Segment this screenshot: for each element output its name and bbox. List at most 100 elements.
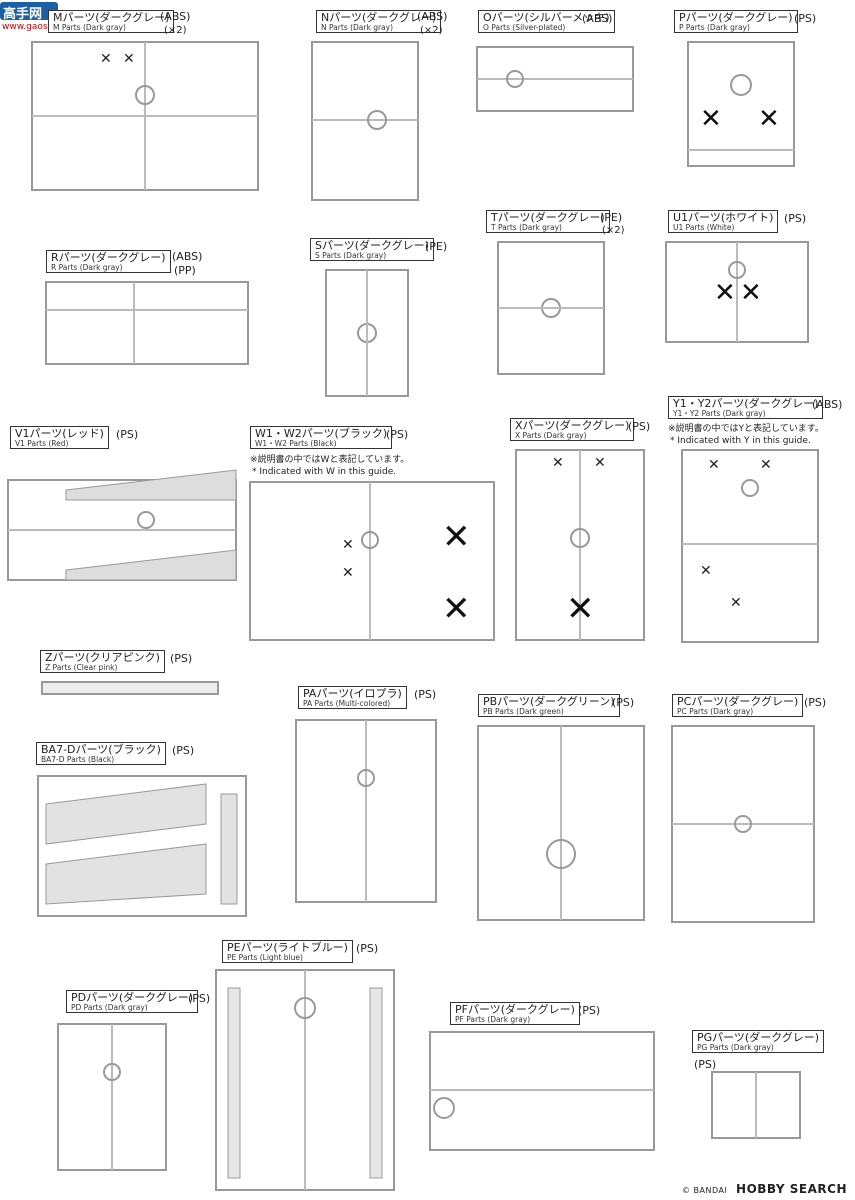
x-parts-title-en: X Parts (Dark gray) bbox=[515, 430, 587, 440]
m-parts-title-jp: Mパーツ(ダークグレー) bbox=[53, 11, 170, 24]
w-parts-note-jp: ※説明書の中ではWと表記しています。 bbox=[250, 455, 410, 465]
cross-mark-icon: ✕ bbox=[100, 51, 112, 67]
m-parts-quantity: (×2) bbox=[164, 25, 187, 36]
cross-mark-icon: ✕ bbox=[594, 455, 606, 471]
y-parts-material: (ABS) bbox=[812, 398, 843, 411]
s-parts-title-jp: Sパーツ(ダークグレー) bbox=[315, 239, 429, 252]
cross-mark-icon: ✕ bbox=[714, 278, 736, 308]
watermark-url: www.gaoshou.net bbox=[2, 22, 83, 32]
pf-parts-label: PFパーツ(ダークグレー) PF Parts (Dark gray) bbox=[450, 1002, 580, 1026]
cross-mark-icon: ✕ bbox=[442, 517, 471, 557]
r-parts-runner bbox=[44, 280, 250, 366]
n-parts-quantity: (×2) bbox=[420, 25, 443, 36]
o-parts-label: Oパーツ(シルバーメッキ) O Parts (Silver-plated) bbox=[478, 10, 615, 34]
s-parts-runner bbox=[324, 268, 410, 398]
p-parts-runner bbox=[686, 40, 796, 168]
v1-parts-label: V1パーツ(レッド) V1 Parts (Red) bbox=[10, 426, 109, 450]
v1-parts-title-en: V1 Parts (Red) bbox=[15, 438, 69, 448]
w-parts-material: (PS) bbox=[386, 428, 409, 441]
m-parts-material: (ABS) bbox=[160, 10, 191, 23]
t-parts-title-jp: Tパーツ(ダークグレー) bbox=[491, 211, 605, 224]
u1-parts-material: (PS) bbox=[784, 212, 807, 225]
cross-mark-icon: ✕ bbox=[700, 563, 712, 579]
pe-parts-title-jp: PEパーツ(ライトブルー) bbox=[227, 941, 348, 954]
pg-parts-title-en: PG Parts (Dark gray) bbox=[697, 1042, 774, 1052]
pa-parts-label: PAパーツ(イロプラ) PA Parts (Multi-colored) bbox=[298, 686, 407, 710]
z-parts-title-en: Z Parts (Clear pink) bbox=[45, 662, 118, 672]
y-parts-label: Y1・Y2パーツ(ダークグレー) Y1・Y2 Parts (Dark gray) bbox=[668, 396, 824, 420]
cross-mark-icon: ✕ bbox=[566, 589, 595, 629]
n-parts-title-jp: Nパーツ(ダークグレー) bbox=[321, 11, 437, 24]
ba7d-parts-title-en: BA7-D Parts (Black) bbox=[41, 754, 115, 764]
pb-parts-runner bbox=[476, 724, 646, 922]
u1-parts-runner bbox=[664, 240, 810, 344]
t-parts-runner bbox=[496, 240, 606, 376]
pg-parts-runner bbox=[710, 1070, 802, 1140]
z-parts-runner bbox=[40, 676, 220, 700]
n-parts-material: (ABS) bbox=[417, 10, 448, 23]
pa-parts-runner bbox=[294, 718, 438, 904]
y-parts-title-jp: Y1・Y2パーツ(ダークグレー) bbox=[673, 397, 819, 410]
u1-parts-title-jp: U1パーツ(ホワイト) bbox=[673, 211, 774, 224]
site-watermark-logo: 高手网 www.gaoshou.net bbox=[0, 0, 82, 32]
pb-parts-title-jp: PBパーツ(ダークグリーン) bbox=[483, 695, 615, 708]
m-parts-runner bbox=[30, 40, 260, 192]
x-parts-title-jp: Xパーツ(ダークグレー) bbox=[515, 419, 630, 432]
w-parts-title-jp: W1・W2パーツ(ブラック) bbox=[255, 427, 388, 440]
o-parts-title-en: O Parts (Silver-plated) bbox=[483, 22, 566, 32]
s-parts-material: (PE) bbox=[425, 240, 448, 253]
r-parts-material-2: (PP) bbox=[174, 264, 196, 277]
w-parts-label: W1・W2パーツ(ブラック) W1・W2 Parts (Black) bbox=[250, 426, 393, 450]
pe-parts-label: PEパーツ(ライトブルー) PE Parts (Light blue) bbox=[222, 940, 353, 964]
footer-copyright: © BANDAI bbox=[682, 1186, 728, 1195]
p-parts-material: (PS) bbox=[794, 12, 817, 25]
cross-mark-icon: ✕ bbox=[708, 457, 720, 473]
pd-parts-title-en: PD Parts (Dark gray) bbox=[71, 1002, 148, 1012]
pf-parts-material: (PS) bbox=[578, 1004, 601, 1017]
v1-parts-runner bbox=[6, 460, 238, 600]
cross-mark-icon: ✕ bbox=[123, 51, 135, 67]
pb-parts-title-en: PB Parts (Dark green) bbox=[483, 706, 564, 716]
z-parts-label: Zパーツ(クリアピンク) Z Parts (Clear pink) bbox=[40, 650, 165, 674]
r-parts-title-jp: Rパーツ(ダークグレー) bbox=[51, 251, 166, 264]
pd-parts-runner bbox=[56, 1022, 168, 1172]
t-parts-label: Tパーツ(ダークグレー) T Parts (Dark gray) bbox=[486, 210, 610, 234]
pb-parts-label: PBパーツ(ダークグリーン) PB Parts (Dark green) bbox=[478, 694, 620, 718]
w-parts-runner bbox=[248, 480, 496, 642]
pa-parts-title-jp: PAパーツ(イロプラ) bbox=[303, 687, 402, 700]
u1-parts-title-en: U1 Parts (White) bbox=[673, 222, 735, 232]
ba7d-parts-label: BA7-Dパーツ(ブラック) BA7-D Parts (Black) bbox=[36, 742, 166, 766]
y-parts-note-jp: ※説明書の中ではYと表記しています。 bbox=[668, 424, 824, 434]
v1-parts-title-jp: V1パーツ(レッド) bbox=[15, 427, 104, 440]
x-parts-material: (PS) bbox=[628, 420, 651, 433]
ba7d-parts-title-jp: BA7-Dパーツ(ブラック) bbox=[41, 743, 161, 756]
t-parts-quantity: (×2) bbox=[602, 225, 625, 236]
p-parts-label: Pパーツ(ダークグレー) P Parts (Dark gray) bbox=[674, 10, 798, 34]
pe-parts-runner bbox=[214, 968, 396, 1192]
z-parts-material: (PS) bbox=[170, 652, 193, 665]
cross-mark-icon: ✕ bbox=[552, 455, 564, 471]
x-parts-runner bbox=[514, 448, 646, 642]
m-parts-label: Mパーツ(ダークグレー) M Parts (Dark gray) bbox=[48, 10, 175, 34]
pc-parts-material: (PS) bbox=[804, 696, 827, 709]
s-parts-title-en: S Parts (Dark gray) bbox=[315, 250, 387, 260]
r-parts-material: (ABS) bbox=[172, 250, 203, 263]
t-parts-title-en: T Parts (Dark gray) bbox=[491, 222, 562, 232]
n-parts-title-en: N Parts (Dark gray) bbox=[321, 22, 394, 32]
cross-mark-icon: ✕ bbox=[442, 589, 471, 629]
m-parts-title-en: M Parts (Dark gray) bbox=[53, 22, 126, 32]
cross-mark-icon: ✕ bbox=[342, 565, 354, 581]
pa-parts-material: (PS) bbox=[414, 688, 437, 701]
y-parts-title-en: Y1・Y2 Parts (Dark gray) bbox=[673, 408, 766, 418]
pc-parts-title-en: PC Parts (Dark gray) bbox=[677, 706, 754, 716]
y-parts-runner bbox=[680, 448, 820, 644]
pf-parts-title-jp: PFパーツ(ダークグレー) bbox=[455, 1003, 575, 1016]
pc-parts-runner bbox=[670, 724, 816, 924]
s-parts-label: Sパーツ(ダークグレー) S Parts (Dark gray) bbox=[310, 238, 434, 262]
footer-branding: © BANDAI HOBBY SEARCH bbox=[682, 1182, 847, 1196]
pd-parts-label: PDパーツ(ダークグレー) PD Parts (Dark gray) bbox=[66, 990, 199, 1014]
pf-parts-runner bbox=[428, 1030, 656, 1152]
pc-parts-label: PCパーツ(ダークグレー) PC Parts (Dark gray) bbox=[672, 694, 804, 718]
p-parts-title-jp: Pパーツ(ダークグレー) bbox=[679, 11, 793, 24]
cross-mark-icon: ✕ bbox=[700, 104, 722, 134]
